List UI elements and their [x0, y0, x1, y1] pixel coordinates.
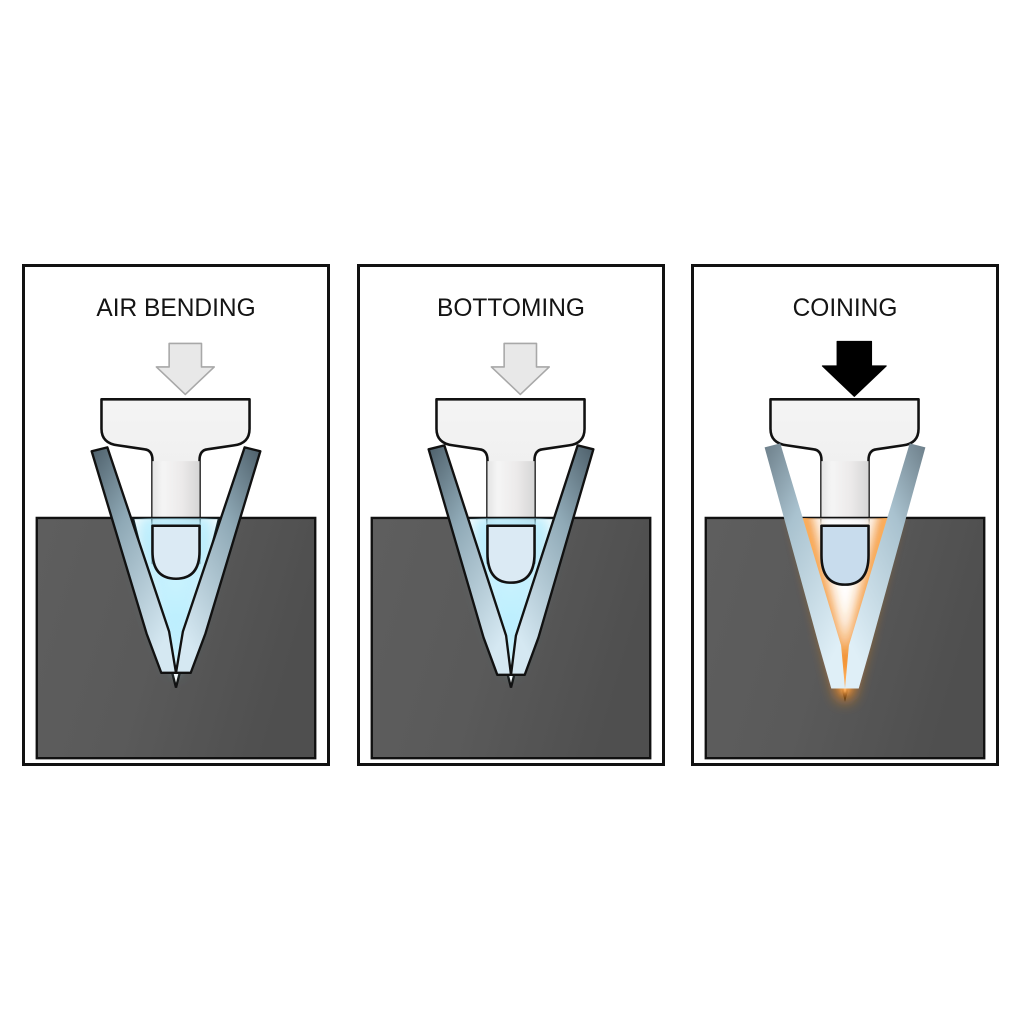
sheet-metal-right	[845, 443, 926, 689]
panel-title: AIR BENDING	[96, 295, 255, 322]
panel-title: COINING	[793, 295, 898, 322]
sheet-metal-right	[509, 444, 595, 677]
panel-title: BOTTOMING	[437, 295, 585, 322]
coining-illustration: COINING	[704, 295, 986, 760]
punch-nose	[486, 524, 536, 584]
sheet-metal-left	[764, 443, 845, 689]
bottoming-illustration: BOTTOMING	[370, 295, 652, 760]
air-bending-illustration: AIR BENDING	[35, 295, 317, 760]
panel-bottoming: BOTTOMING	[357, 264, 665, 766]
sheet-metal-right	[174, 446, 262, 675]
punch-nose	[820, 524, 870, 586]
panel-coining: COINING	[691, 264, 999, 766]
down-arrow-solid-icon	[821, 340, 887, 397]
panel-air-bending: AIR BENDING	[22, 264, 330, 766]
down-arrow-light-icon	[490, 342, 551, 396]
down-arrow-light-icon	[155, 342, 216, 396]
punch-nose	[151, 524, 201, 581]
